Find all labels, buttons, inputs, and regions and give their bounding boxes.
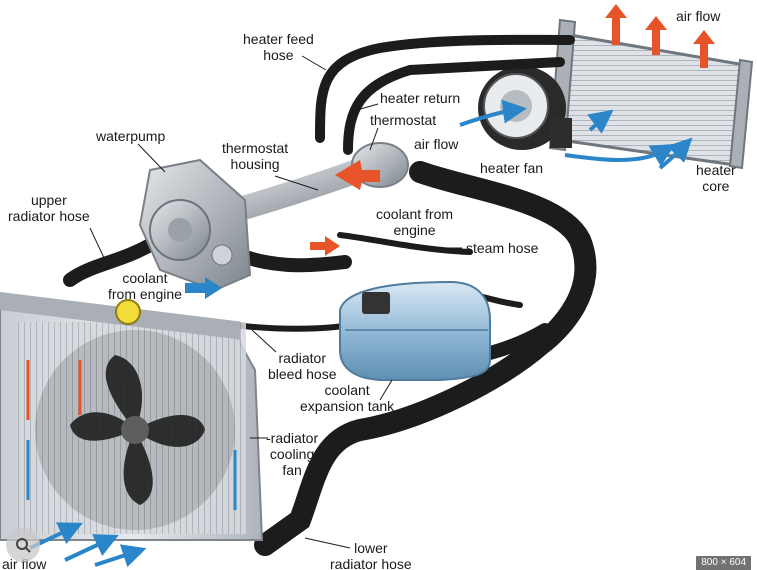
label-air-flow-mid: air flow [414,136,459,152]
label-coolant-from-engine-left: coolant from engine [108,270,182,302]
label-radiator-bleed-hose: radiator bleed hose [268,350,337,382]
label-heater-fan: heater fan [480,160,544,176]
lens-icon [16,538,31,553]
label-coolant-from-engine-right: coolant from engine [376,206,454,238]
label-coolant-expansion-tank: coolant expansion tank [300,382,395,414]
label-upper-radiator-hose: upper radiator hose [8,192,90,224]
label-thermostat-housing: thermostat housing [222,140,289,172]
lens-button[interactable] [6,528,40,562]
label-lower-radiator-hose: lower radiator hose [330,540,412,570]
label-air-flow-top: air flow [676,8,721,24]
air-flow-arrows-top [605,4,715,68]
heater-core [548,18,754,170]
image-size-badge: 800 × 604 [696,556,751,570]
radiator-fan-blades [70,355,205,505]
label-thermostat: thermostat [370,112,437,128]
leader-lines [89,55,462,549]
label-heater-return: heater return [380,90,461,106]
expansion-tank [339,280,491,381]
label-steam-hose: steam hose [466,240,539,256]
label-heater-core: heater core [696,162,736,194]
label-radiator-cooling-fan: -radiator cooling fan [266,430,319,478]
steam-hot-arrow [310,236,340,256]
radiator [0,292,264,541]
water-pump [138,158,252,299]
label-waterpump: waterpump [96,128,166,144]
label-heater-feed-hose: heater feed hose [243,31,314,63]
